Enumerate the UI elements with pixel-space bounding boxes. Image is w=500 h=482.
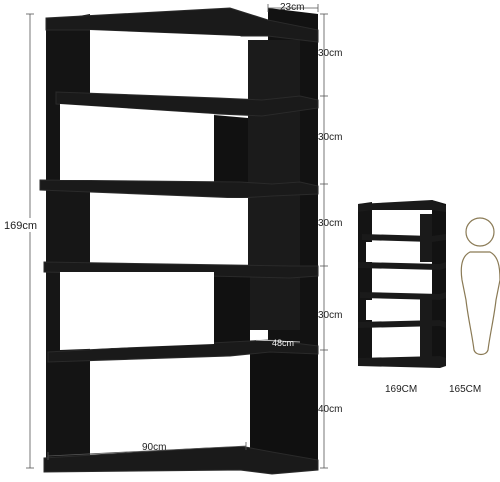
shelf-5 — [47, 339, 319, 363]
cubby-5 — [90, 356, 250, 452]
cubby-1 — [90, 30, 248, 92]
cubby-3 — [90, 198, 248, 262]
cubby-4 — [60, 272, 214, 350]
shelf-4 — [43, 261, 319, 279]
lower-section-right — [214, 115, 248, 182]
width-label: 90cm — [142, 442, 166, 453]
person-silhouette — [460, 217, 500, 356]
tier-4-label: 30cm — [318, 310, 342, 321]
depth-dimension: 23cm — [267, 2, 319, 13]
depth-label: 23cm — [280, 2, 304, 13]
shelf-bottom — [43, 445, 319, 475]
bookshelf — [39, 7, 319, 475]
tier-dimensions: 30cm 30cm 30cm 30cm 40cm — [318, 13, 342, 469]
cubby-2 — [60, 104, 214, 180]
height-label: 169cm — [4, 220, 37, 232]
tier-2-label: 30cm — [318, 132, 342, 143]
shelf-top — [45, 7, 319, 43]
inner-depth-dimension: 48cm — [255, 338, 301, 348]
width-dimension: 90cm — [47, 442, 247, 460]
bottom-right-block — [250, 352, 318, 468]
tier-3-label: 30cm — [318, 218, 342, 229]
shelf-height-label: 169CM — [385, 384, 417, 395]
lower-section-right-2 — [214, 272, 250, 344]
tier-1-label: 30cm — [318, 48, 342, 59]
inner-depth-label: 48cm — [272, 338, 294, 348]
tier-5-label: 40cm — [318, 404, 342, 415]
height-dimension: 169cm — [4, 13, 42, 469]
shelf-3 — [39, 179, 319, 199]
person-height-label: 165CM — [449, 384, 481, 395]
comparison-shelf — [358, 200, 446, 368]
